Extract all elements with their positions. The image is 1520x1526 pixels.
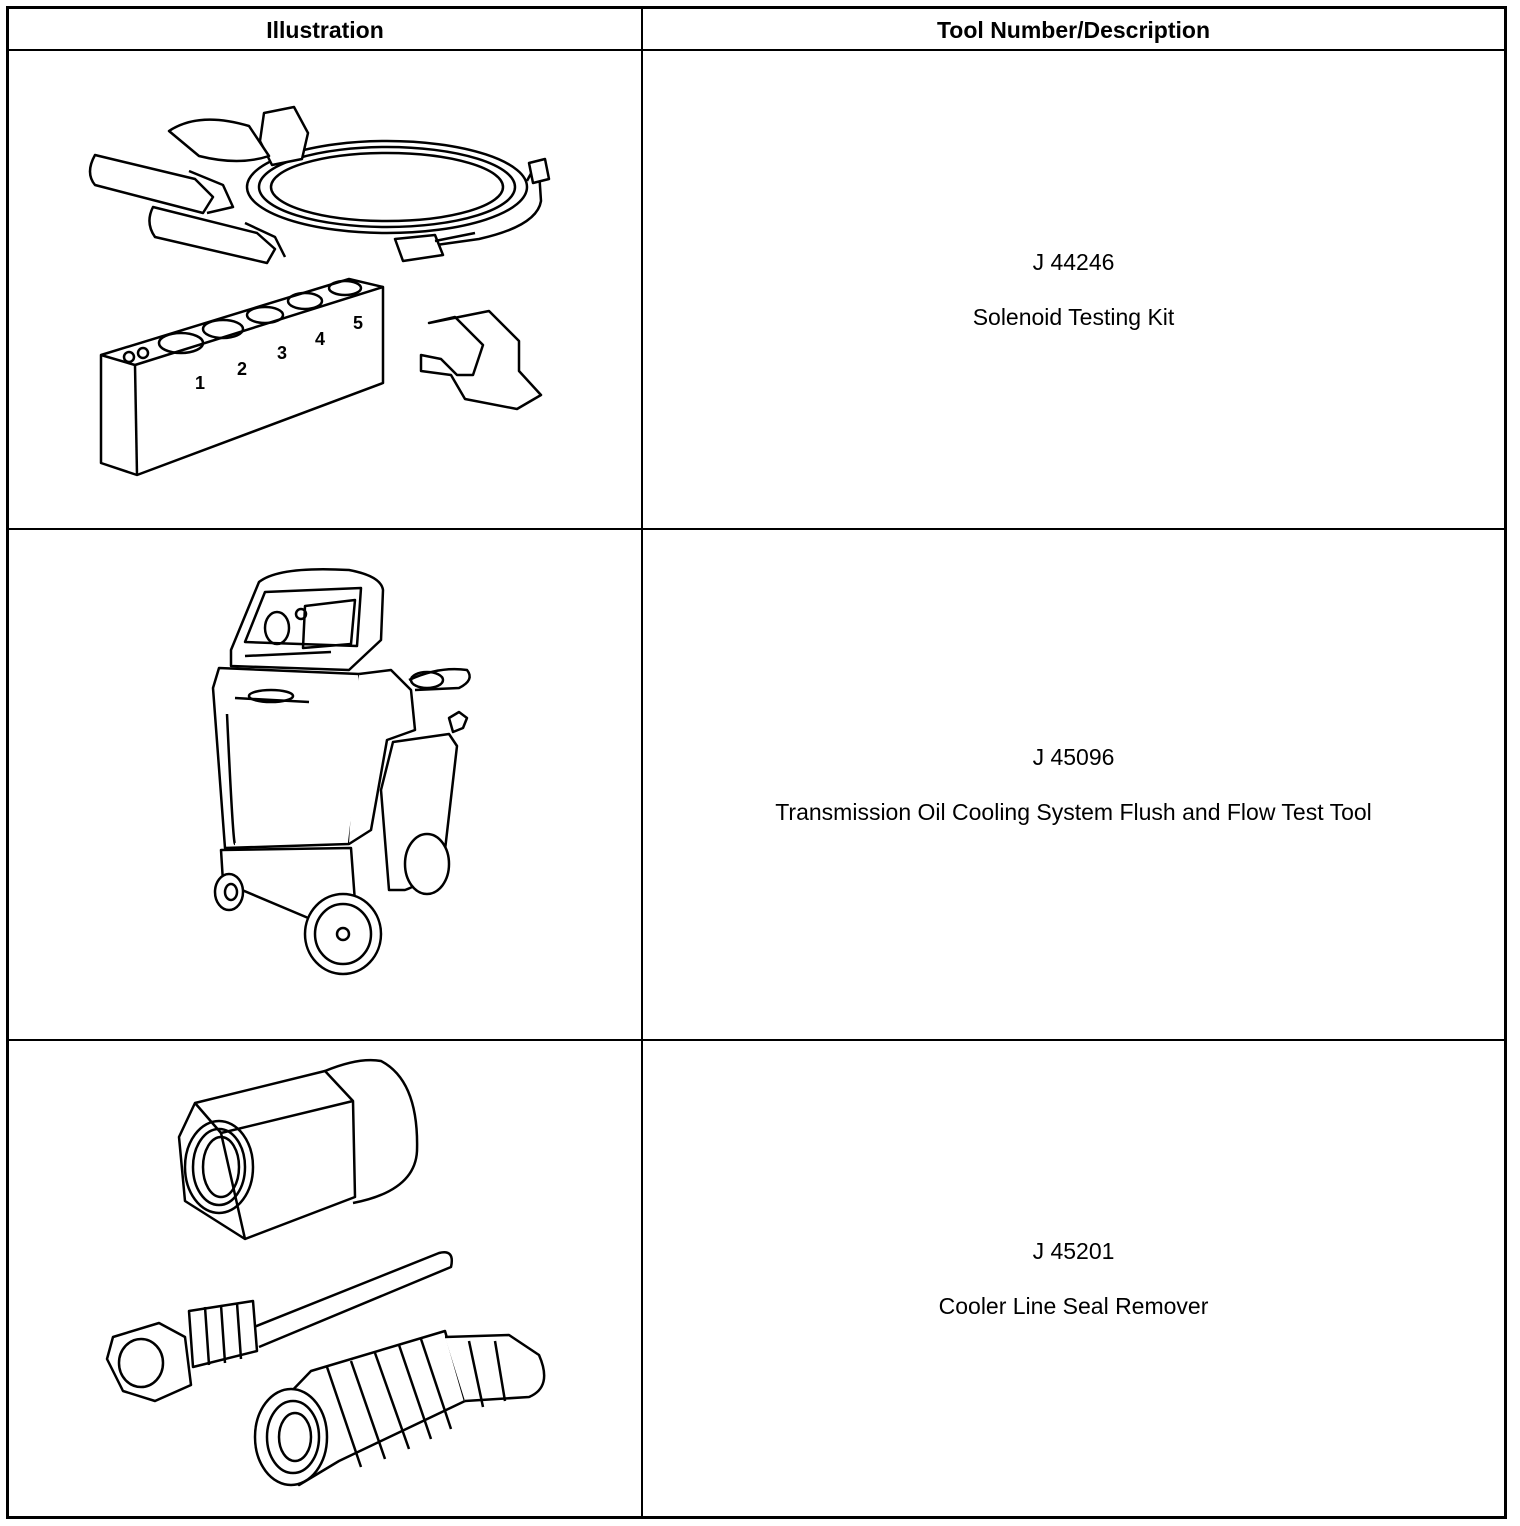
- description-cell: J 45096 Transmission Oil Cooling System …: [643, 530, 1504, 1039]
- flush-and-flow-cart-drawing: [9, 530, 641, 1039]
- illustration-cell: [9, 530, 641, 1039]
- solenoid-testing-kit-drawing: 1 2 3 4 5: [9, 51, 641, 528]
- row-divider: [9, 1039, 1504, 1041]
- tool-description: Transmission Oil Cooling System Flush an…: [775, 799, 1372, 825]
- block-label: 5: [353, 313, 363, 333]
- cooler-line-seal-remover-drawing: [9, 1041, 641, 1516]
- illustration-cell: 1 2 3 4 5: [9, 51, 641, 528]
- header-divider: [9, 49, 1504, 51]
- illustration-cell: [9, 1041, 641, 1516]
- column-divider: [641, 9, 643, 1516]
- block-label: 4: [315, 329, 325, 349]
- tool-table: Illustration Tool Number/Description: [6, 6, 1507, 1519]
- description-cell: J 45201 Cooler Line Seal Remover: [643, 1041, 1504, 1516]
- tool-number: J 45201: [1032, 1238, 1115, 1264]
- header-tool-number-description: Tool Number/Description: [936, 16, 1211, 43]
- tool-description: Solenoid Testing Kit: [972, 304, 1175, 330]
- header-illustration: Illustration: [266, 16, 384, 43]
- block-label: 1: [195, 373, 205, 393]
- description-cell: J 44246 Solenoid Testing Kit: [643, 51, 1504, 528]
- tool-description: Cooler Line Seal Remover: [938, 1293, 1209, 1319]
- block-label: 3: [277, 343, 287, 363]
- tool-number: J 44246: [1032, 249, 1115, 275]
- block-label: 2: [237, 359, 247, 379]
- row-divider: [9, 528, 1504, 530]
- tool-number: J 45096: [1032, 744, 1115, 770]
